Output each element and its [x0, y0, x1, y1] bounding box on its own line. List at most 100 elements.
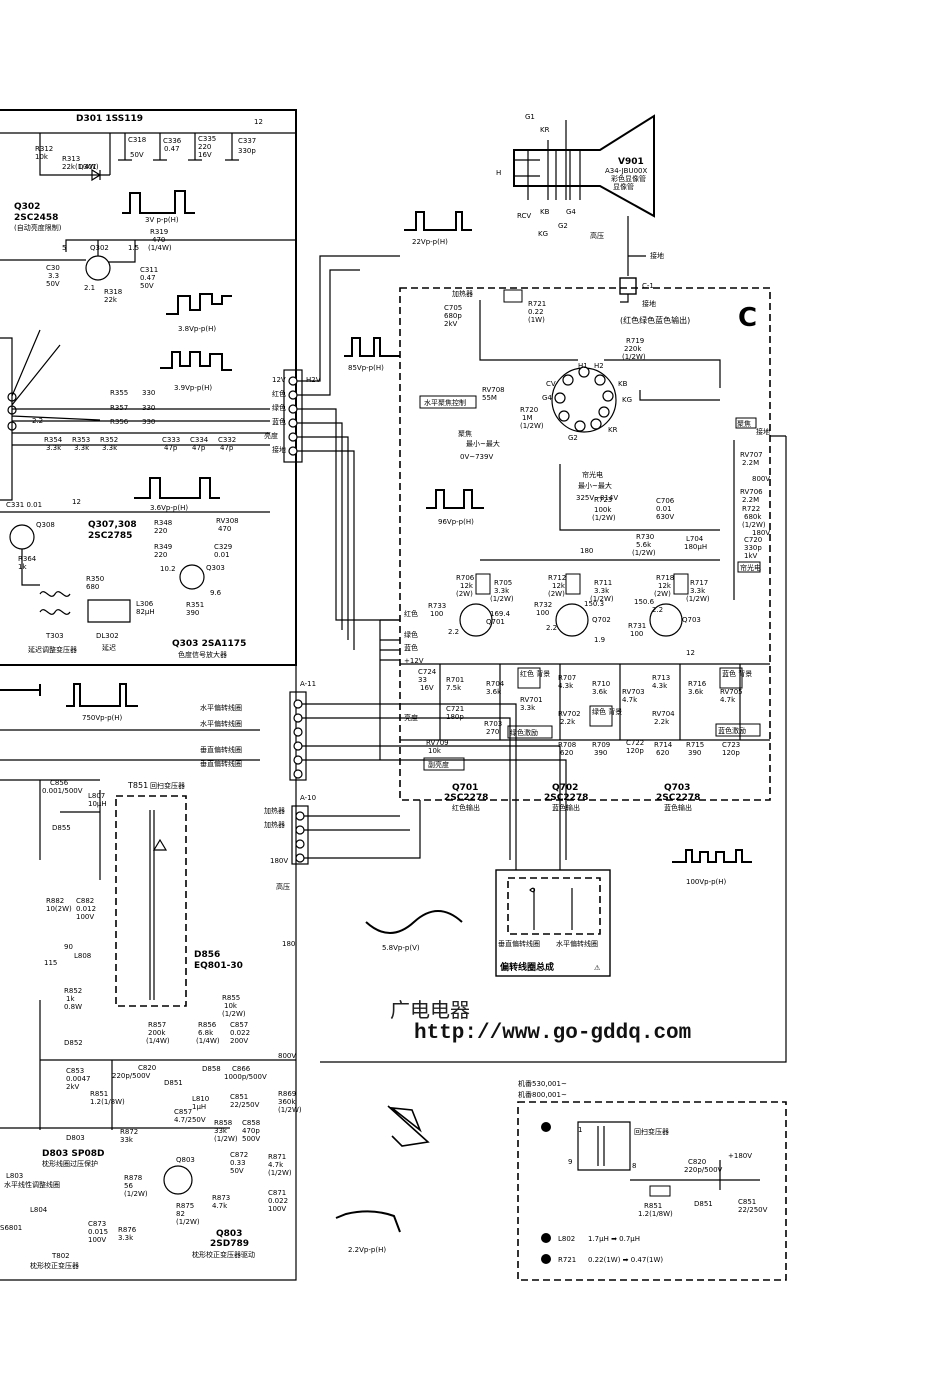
r720-w-label: (1/2W)	[520, 422, 544, 430]
r352-label: R352	[100, 436, 118, 444]
q302-label: Q302	[14, 202, 40, 212]
q701-desc-label: 红色输出	[452, 803, 480, 812]
t802-label: T802	[51, 1252, 70, 1260]
r713-v-label: 4.3k	[652, 682, 668, 690]
node-label: 12	[254, 118, 263, 126]
v330-label: 330	[142, 404, 155, 412]
t-label-label: 回扫变压器	[634, 1127, 669, 1136]
gnd1-label: 接地	[650, 251, 664, 260]
rv703-label: RV703	[622, 688, 645, 696]
r705-v-label: 3.3k	[494, 587, 510, 595]
heater1-label: 加热器	[264, 806, 285, 815]
kb-label: KB	[618, 380, 628, 388]
r858-v-label: 33k	[214, 1127, 228, 1135]
n22-label: 2.2	[652, 606, 663, 614]
c724-label: C724	[418, 668, 437, 676]
r706-w-label: (2W)	[456, 590, 473, 598]
screen-v-label: 325V~814V	[576, 494, 618, 502]
d301-label: D301	[78, 163, 97, 171]
c871-v-label: 0.022	[268, 1197, 288, 1205]
c723-v-label: 120p	[722, 749, 740, 757]
r703-label: R703	[484, 720, 502, 728]
r313-v-label: 22k(1/4W)	[62, 163, 99, 171]
c337-label: C337	[238, 137, 256, 145]
c871-v2-label: 100V	[268, 1205, 286, 1213]
c337-v-label: 330p	[238, 147, 256, 155]
q702-desc-label: 蓝色输出	[552, 803, 580, 812]
r871-v-label: 4.7k	[268, 1161, 284, 1169]
c329-label: C329	[214, 543, 232, 551]
red-label: 红色	[404, 609, 418, 618]
r723-label: R723	[594, 496, 612, 504]
r712-label: R712	[548, 574, 566, 582]
r855-v-label: 10k	[224, 1002, 238, 1010]
n90-label: 90	[64, 943, 73, 951]
r312-v-label: 10k	[35, 153, 49, 161]
r855-label: R855	[222, 994, 240, 1002]
n96-label: 9.6	[210, 589, 222, 597]
c1-label: C-1	[642, 282, 654, 290]
h2-label: H2	[594, 362, 604, 370]
r733-v-label: 100	[430, 610, 443, 618]
r851-label: R851	[644, 1202, 662, 1210]
r714-v-label: 620	[656, 749, 669, 757]
r718-v-label: 12k	[658, 582, 672, 590]
c857-label: C857	[230, 1021, 248, 1029]
r709-v-label: 390	[594, 749, 607, 757]
q703-part-label: 2SC2278	[656, 793, 700, 803]
w3vpp-label: 3V p-p(H)	[145, 216, 179, 224]
q701-l-label: Q701	[452, 783, 478, 793]
r354-label: R354	[44, 436, 63, 444]
blue-bias-label: 蓝色 背景	[722, 669, 752, 678]
r851-label: R851	[90, 1090, 108, 1098]
r869-v-label: 360k	[278, 1098, 296, 1106]
n102-label: 10.2	[160, 565, 176, 573]
d855-label: D855	[52, 824, 71, 832]
c851-label: C851	[230, 1093, 248, 1101]
c720-v2-label: 1kV	[744, 552, 758, 560]
pointer-arrow	[387, 1105, 430, 1147]
c311-v-label: 0.47	[140, 274, 156, 282]
warn-label: ⚠	[594, 964, 601, 972]
r722-v-label: 680k	[744, 513, 762, 521]
blue-label: 蓝色	[404, 643, 418, 652]
c871-label: C871	[268, 1189, 286, 1197]
q803-desc-label: 枕形校正变压器驱动	[192, 1250, 255, 1259]
n180-label: 180	[282, 940, 295, 948]
r722-label: R722	[742, 505, 760, 513]
rv707-v-label: 2.2M	[742, 459, 759, 467]
c318-label: C318	[128, 136, 146, 144]
r721-w-label: (1W)	[528, 316, 545, 324]
diode-bar-label: D301 1SS119	[76, 114, 143, 124]
deflection-yoke: 垂直偏转线圈 水平偏转线圈 偏转线圈总成 ⚠	[495, 869, 611, 977]
c853-v2-label: 2kV	[66, 1083, 80, 1091]
c873-v-label: 0.015	[88, 1228, 108, 1236]
r878-w-label: (1/2W)	[124, 1190, 148, 1198]
c332-label: C332	[218, 436, 236, 444]
focus-l-label: 聚焦	[458, 429, 472, 438]
r716-label: R716	[688, 680, 707, 688]
v901-label: V901	[618, 157, 644, 167]
c706-v2-label: 630V	[656, 513, 674, 521]
c882-v2-label: 100V	[76, 913, 94, 921]
c866-v-label: 1000p/500V	[224, 1073, 267, 1081]
q303-desc-label: 色度信号放大器	[178, 650, 227, 659]
h-label: H	[496, 169, 501, 177]
rv708-desc-label: 水平聚焦控制	[424, 398, 466, 407]
g1-label: G1	[525, 113, 535, 121]
v180-label: 180V	[752, 529, 770, 537]
bright-label: 亮度	[404, 713, 418, 722]
r717-v-label: 3.3k	[690, 587, 706, 595]
q303-label: Q303 2SA1175	[172, 639, 246, 649]
r719-w-label: (1/2W)	[622, 353, 646, 361]
c705-label: C705	[444, 304, 462, 312]
r718-w-label: (2W)	[654, 590, 671, 598]
r717-label: R717	[690, 579, 708, 587]
r856-label: R856	[198, 1021, 217, 1029]
c872-label: C872	[230, 1151, 248, 1159]
c705-v2-label: 2kV	[444, 320, 458, 328]
v12-label: +12V	[404, 657, 424, 665]
r857-label: R857	[148, 1021, 166, 1029]
rv704-label: RV704	[652, 710, 675, 718]
h1-label: H1	[578, 362, 588, 370]
